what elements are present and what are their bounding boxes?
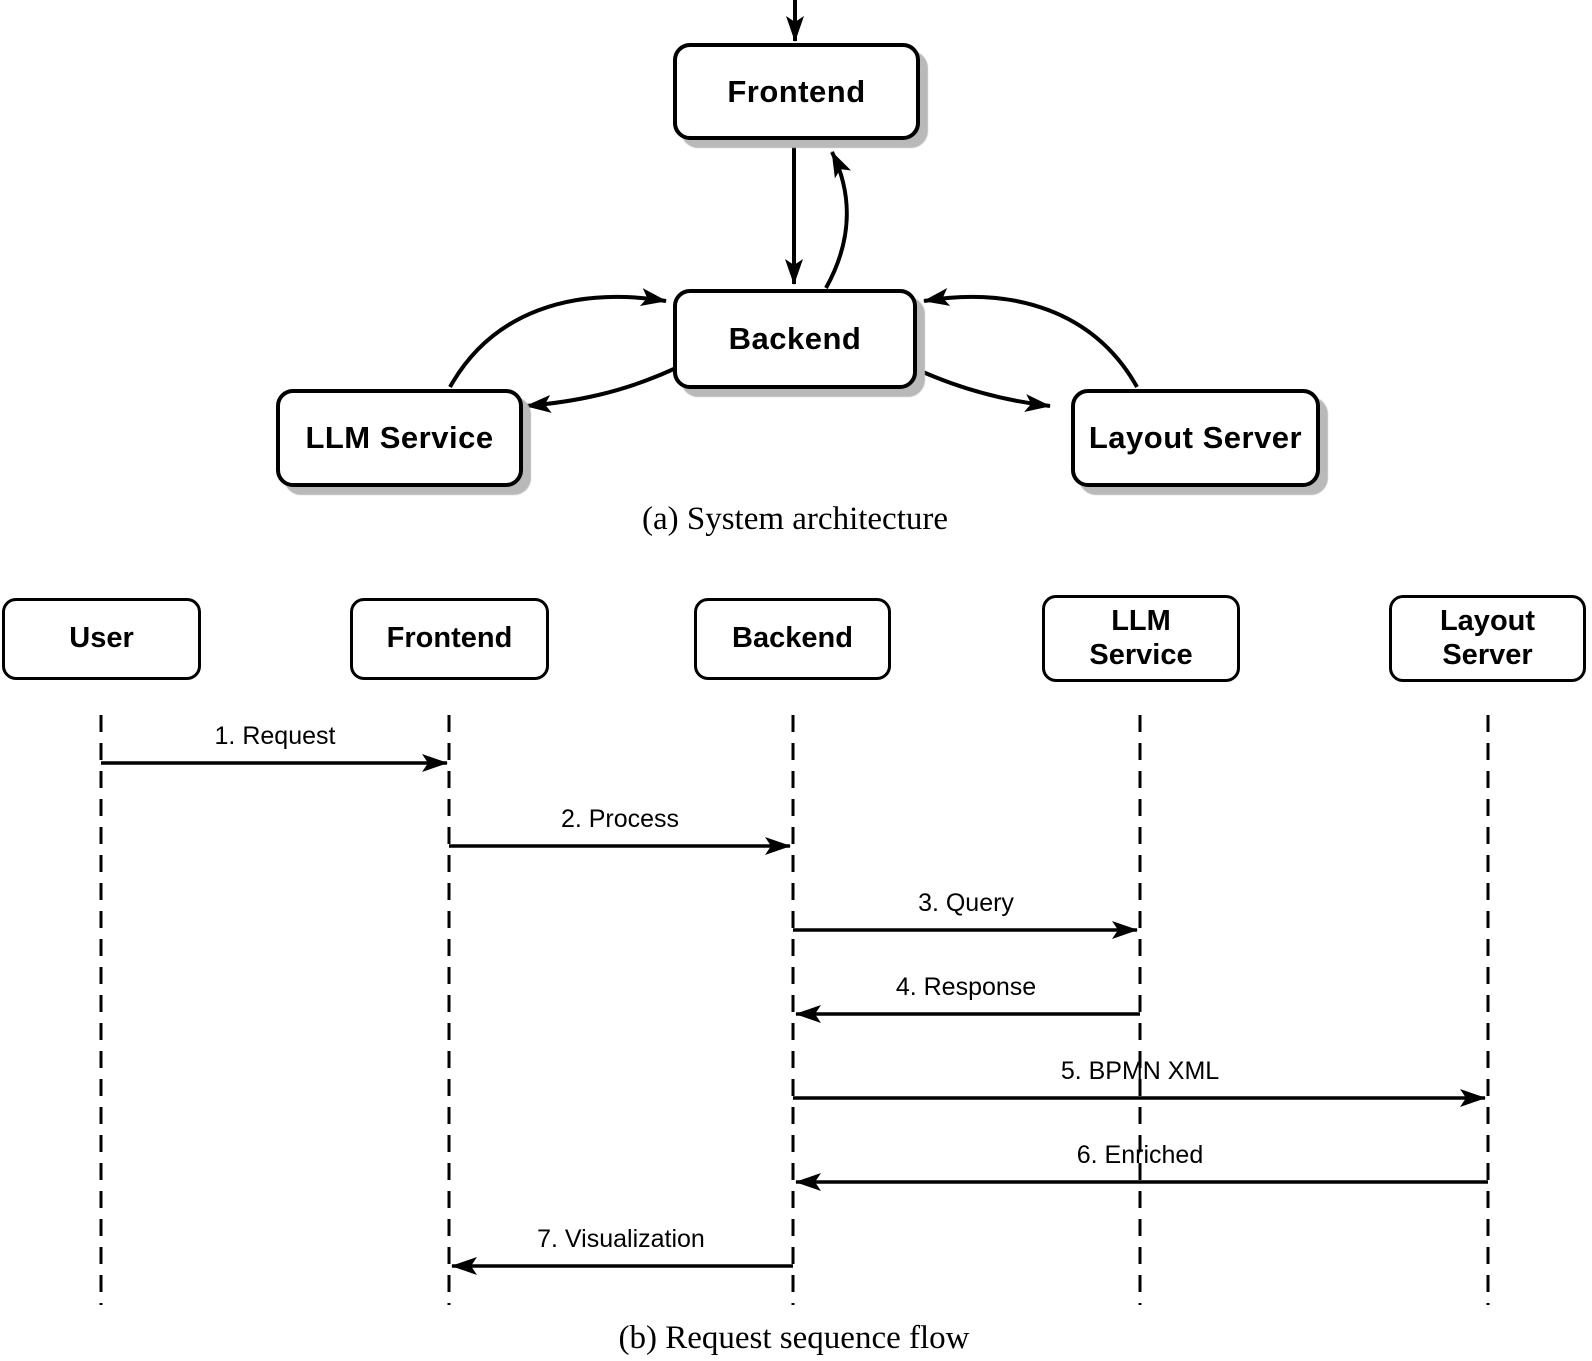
participant-user: User [2, 598, 201, 680]
message-label-enriched: 6. Enriched [1076, 1141, 1204, 1169]
participant-user-label: User [69, 622, 134, 655]
arch-node-layout-server-label: Layout Server [1088, 420, 1303, 455]
message-label-response: 4. Response [895, 973, 1037, 1001]
message-label-process: 2. Process [560, 805, 680, 833]
participant-frontend-label: Frontend [386, 622, 513, 655]
arch-node-backend: Backend [673, 289, 917, 389]
participant-backend: Backend [694, 598, 891, 680]
arrow-backend-to-llm-service [525, 366, 677, 413]
message-label-visualization: 7. Visualization [537, 1225, 705, 1253]
arch-node-llm-service-label: LLM Service [305, 420, 494, 455]
message-label-bpmn-xml: 5. BPMN XML [1060, 1057, 1220, 1085]
caption-system-architecture: (a) System architecture [641, 501, 949, 537]
arrow-backend-to-layout-server [913, 366, 1051, 413]
arrow-layout-server-to-backend [923, 288, 1139, 388]
arch-node-frontend: Frontend [673, 43, 920, 140]
participant-layout-server-label: Layout Server [1439, 605, 1536, 671]
arch-node-llm-service: LLM Service [276, 389, 523, 487]
participant-layout-server: Layout Server [1389, 595, 1586, 682]
arch-node-backend-label: Backend [728, 321, 862, 356]
arch-node-layout-server: Layout Server [1071, 389, 1320, 487]
caption-request-sequence-flow: (b) Request sequence flow [618, 1320, 970, 1356]
message-label-request: 1. Request [214, 722, 336, 750]
participant-llm-service-label: LLM Service [1089, 605, 1193, 671]
participant-backend-label: Backend [732, 622, 853, 655]
arrow-backend-to-frontend [824, 151, 852, 289]
message-label-query: 3. Query [918, 889, 1014, 917]
participant-frontend: Frontend [350, 598, 549, 680]
participant-llm-service: LLM Service [1042, 595, 1240, 682]
arrow-llm-service-to-backend [448, 288, 667, 388]
arch-node-frontend-label: Frontend [727, 73, 866, 109]
